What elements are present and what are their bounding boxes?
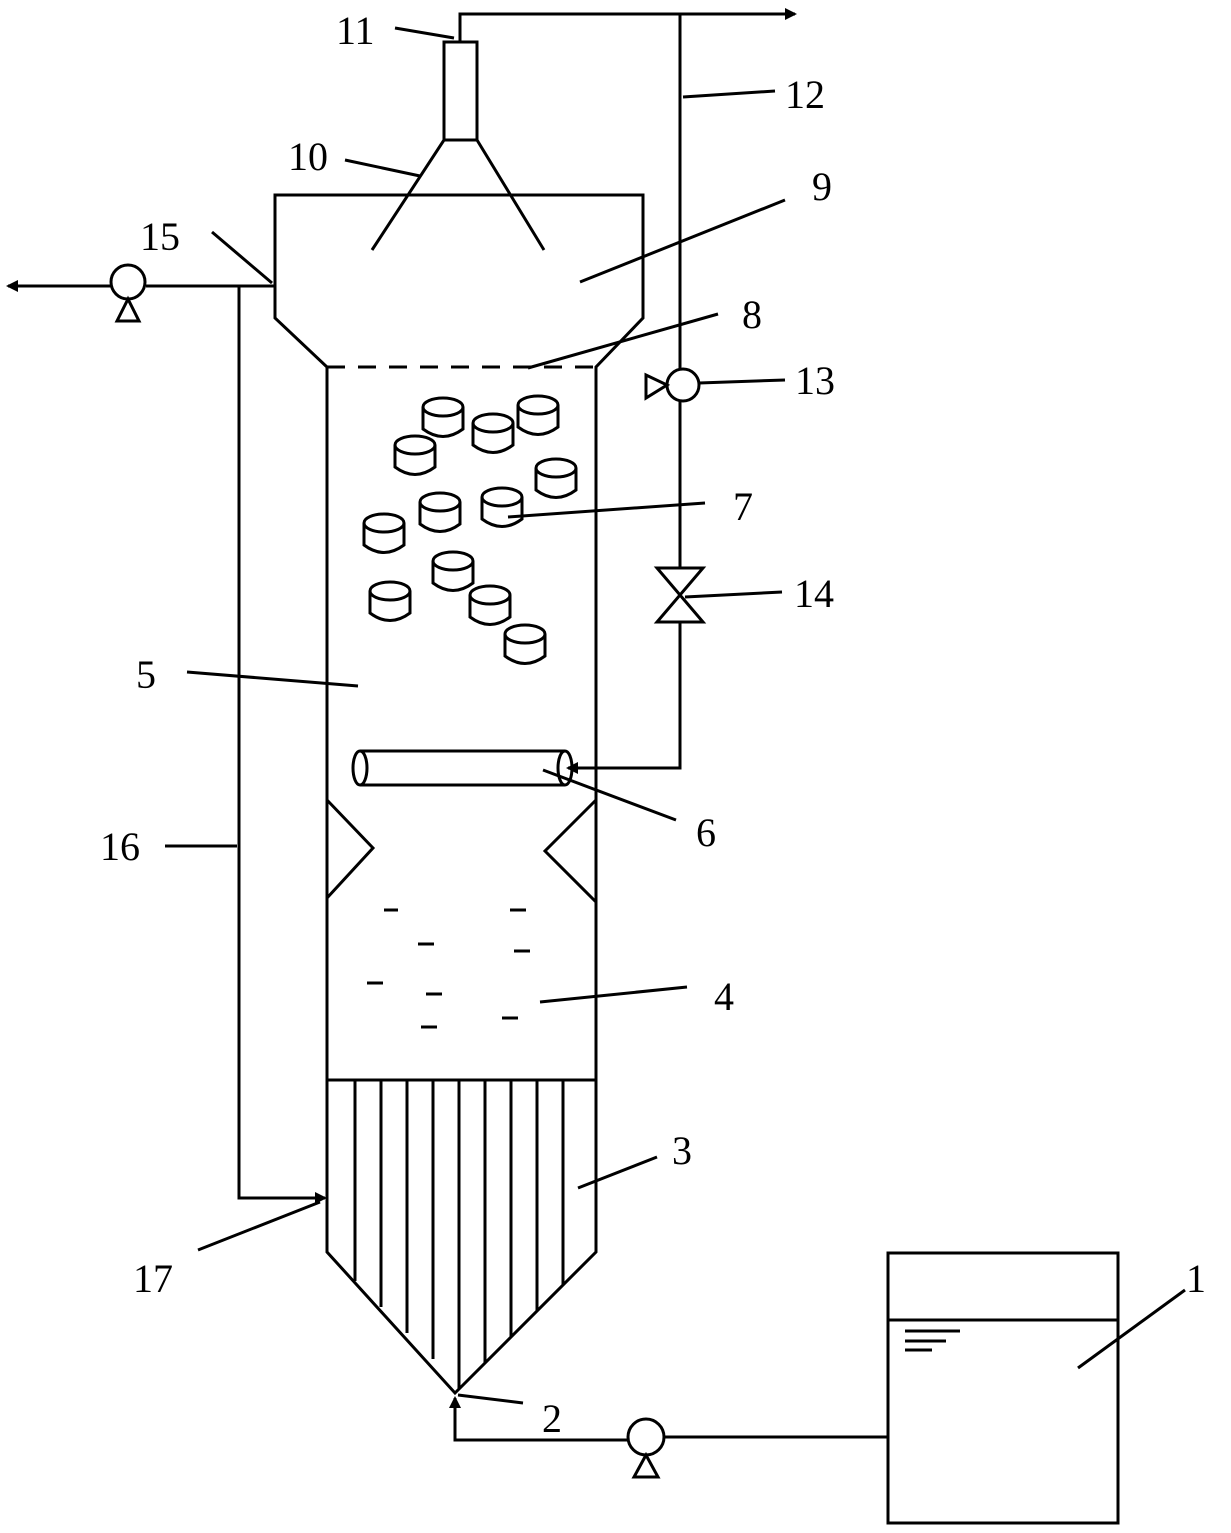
packing-hatching xyxy=(353,1080,565,1389)
label-2: 2 xyxy=(542,1396,562,1441)
carrier-media xyxy=(362,394,578,665)
label-17: 17 xyxy=(133,1256,173,1301)
label-9: 9 xyxy=(812,164,832,209)
label-8: 8 xyxy=(742,292,762,337)
label-3: 3 xyxy=(672,1128,692,1173)
number-labels: 1 2 3 4 5 6 7 8 9 10 11 12 13 14 15 16 1… xyxy=(100,8,1206,1441)
label-11: 11 xyxy=(336,8,375,53)
label-7: 7 xyxy=(733,484,753,529)
valve-icon xyxy=(653,566,707,624)
right-baffle xyxy=(542,798,598,904)
reactor-vessel xyxy=(273,193,645,1396)
feed-tank xyxy=(886,1251,1120,1525)
effluent-line xyxy=(6,263,275,323)
gas-collector xyxy=(370,8,797,251)
label-10: 10 xyxy=(288,134,328,179)
label-1: 1 xyxy=(1186,1256,1206,1301)
leader-lines xyxy=(165,26,1186,1405)
label-13: 13 xyxy=(795,358,835,403)
left-baffle xyxy=(325,798,376,900)
effluent-pump-icon xyxy=(109,263,147,301)
label-15: 15 xyxy=(140,214,180,259)
recirculation-pump-icon xyxy=(665,367,701,403)
feed-pump-icon xyxy=(626,1417,666,1457)
gas-recirculation-line xyxy=(351,14,707,787)
gas-diffuser xyxy=(351,749,574,787)
label-4: 4 xyxy=(714,974,734,1019)
label-12: 12 xyxy=(785,72,825,117)
feed-line xyxy=(449,1396,888,1479)
label-5: 5 xyxy=(136,652,156,697)
sludge-dashes xyxy=(367,908,530,1029)
label-16: 16 xyxy=(100,824,140,869)
label-14: 14 xyxy=(794,571,834,616)
recycle-line xyxy=(237,286,327,1204)
label-6: 6 xyxy=(696,810,716,855)
